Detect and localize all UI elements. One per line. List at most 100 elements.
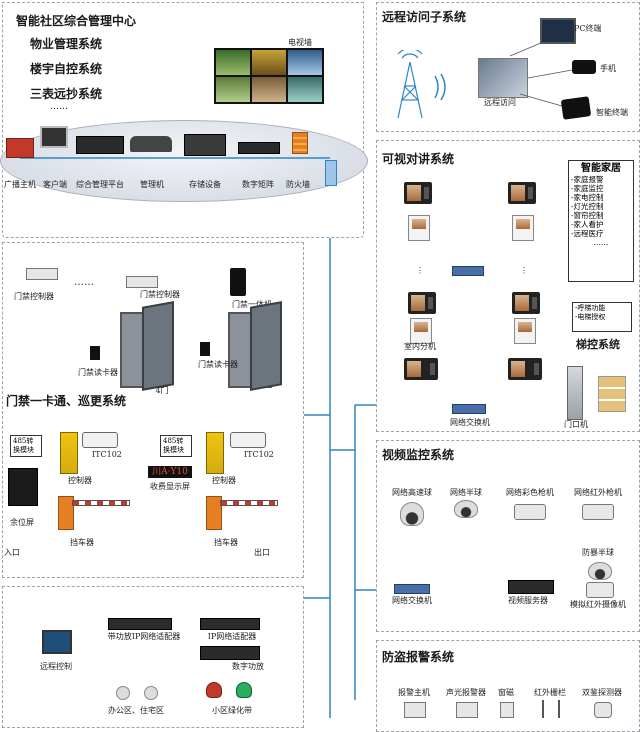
indoor-monitor [408,292,436,314]
subsystem-meter: 三表远抄系统 [30,87,103,101]
itc-camera-1 [82,432,118,448]
signal-waves-icon [434,73,446,101]
smart-home-item: …… [593,238,609,247]
video-server-label: 视频服务器 [508,596,548,605]
dots-right: ⋮ [520,266,528,275]
barrier-gate-1 [58,496,74,530]
remote-access-label: 远程访问 [484,98,516,107]
firewall-switch [325,160,337,186]
rs485-converter-2: 485转换模块 [160,435,192,457]
itc-2-label: ITC102 [244,450,274,459]
barrier-2-label: 挡车器 [214,538,238,547]
card-reader-1 [90,346,100,360]
rs485-converter-1: 485转换模块 [10,435,42,457]
label-matrix: 数字矩阵 [242,180,274,189]
green-belt-label: 小区绿化带 [212,706,252,715]
intercom-network-switch [452,404,486,414]
digital-matrix-device [238,142,280,154]
parking-controller-2 [206,432,224,474]
half-dome-camera [454,500,478,518]
broadcast-host-device [6,138,34,158]
access-controller-1 [26,268,58,280]
all-in-one-label: 门禁一体机 [232,300,272,309]
access-controller-2-label: 门禁控制器 [140,290,180,299]
smart-home-title: 智能家居 [581,163,621,174]
fee-display-label: 收费显示屏 [150,482,190,491]
cam-label-ir-bullet: 网络红外枪机 [574,488,622,497]
alarm-device-label: 红外栅栏 [534,688,566,697]
subsystem-building: 楼宇自控系统 [30,62,103,76]
fee-display-text: 川A·Y10 [152,467,188,477]
storage-device [184,134,226,156]
fee-display: 川A·Y10 [148,466,192,478]
elevator-box: -呼梯功能 -电梯授权 [572,302,632,332]
adapter-1-label: 带功放IP网络适配器 [107,632,181,641]
client-device [40,126,68,148]
spare-screen-label: 余位屏 [10,518,34,527]
window-contact-device [500,702,514,718]
tv-wall-label: 电视墙 [288,38,312,47]
tv-screen [288,50,322,75]
tv-screen [252,50,286,75]
alarm-device-label: 声光报警器 [446,688,486,697]
pc-terminal-label: PC终端 [574,24,602,33]
indoor-unit-label: 室内分机 [404,342,436,351]
access-title: 门禁一卡通、巡更系统 [6,394,127,408]
barrier-1-label: 挡车器 [70,538,94,547]
remote-control-label: 远程控制 [40,662,72,671]
garden-speaker-icon [206,682,222,698]
card-reader-2 [200,342,210,356]
speaker-icon [144,686,158,700]
exit-label: 出口 [254,548,270,557]
door-station-label: 门口机 [564,420,588,429]
remote-title: 远程访问子系统 [382,10,467,24]
subsystem-more: …… [50,102,68,112]
video-server-device [508,580,554,594]
smart-home-item: -窗帘控制 [571,211,604,220]
alarm-device-label: 报警主机 [398,688,430,697]
tower-icon [397,50,423,119]
card-reader-2-label: 门禁读卡器 [198,360,238,369]
video-network-switch [394,584,430,594]
barrier-arm-2 [220,500,278,506]
anti-vandal-camera [588,562,612,580]
garden-speaker-icon [236,682,252,698]
color-bullet-camera [514,504,546,520]
analog-ir-camera [586,582,614,598]
label-client: 客户端 [43,180,67,189]
label-platform: 综合管理平台 [76,180,124,189]
indoor-monitor [508,182,536,204]
indoor-unit [514,318,536,344]
elevator-item: -呼梯功能 [575,304,606,312]
subsystem-property: 物业管理系统 [30,37,103,51]
label-broadcast-host: 广播主机 [4,180,36,189]
cam-label-color-bullet: 网络彩色枪机 [506,488,554,497]
mobile-phone-label: 手机 [600,64,616,73]
access-section [2,242,304,578]
access-controller-1-label: 门禁控制器 [14,292,54,301]
amp-label: 数字功放 [232,662,264,671]
intercom-switch-label: 网络交换机 [450,418,490,427]
digital-amp-device [200,646,260,660]
pc-terminal-icon [540,18,576,44]
alarm-host-device [404,702,426,718]
indoor-monitor [404,182,432,204]
firewall-device [292,132,308,154]
all-in-one-reader [230,268,246,296]
controller-b-label: 控制器 [212,476,236,485]
center-title: 智能社区综合管理中心 [16,14,137,28]
speed-dome-camera [400,502,424,526]
door-leaf-2 [250,301,282,391]
indoor-unit [408,215,430,241]
tv-screen [216,77,250,102]
video-title: 视频监控系统 [382,448,455,462]
alarm-title: 防盗报警系统 [382,650,455,664]
ir-bullet-camera [582,504,614,520]
smart-terminal-icon [560,96,592,120]
itc-1-label: ITC102 [92,450,122,459]
intercom-floor-switch [452,266,484,276]
dual-detector-device [594,702,612,718]
remote-access-user [478,58,528,98]
intercom-title: 可视对讲系统 [382,152,455,166]
smart-home-box: 智能家居 -家庭报警 -家庭监控 -家电控制 -灯光控制 -窗帘控制 -家人看护… [568,160,634,282]
